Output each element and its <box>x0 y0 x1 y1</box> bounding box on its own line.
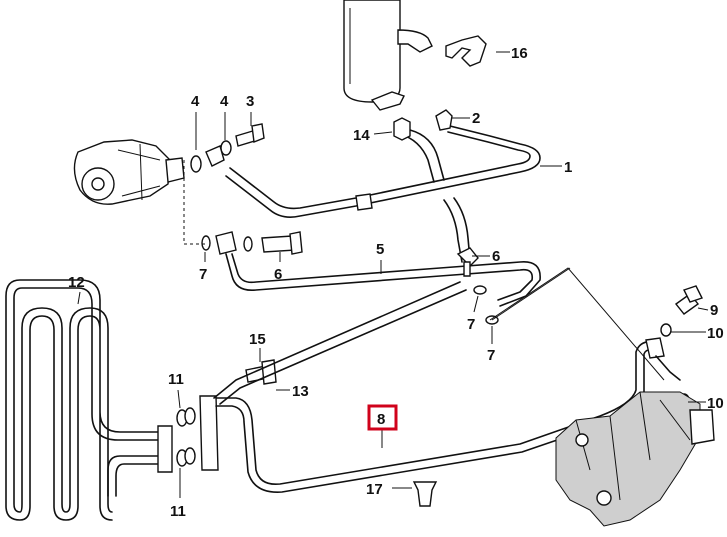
oil-cooler-part-12 <box>5 279 161 521</box>
callout-17: 17 <box>366 481 383 498</box>
callout-6-right: 6 <box>492 248 500 265</box>
hose-clip-part-16 <box>445 35 487 67</box>
callout-2: 2 <box>472 110 480 127</box>
banjo-bolt-part-9 <box>674 285 703 315</box>
callout-12: 12 <box>68 274 85 291</box>
hose-part-1 <box>225 125 541 263</box>
callout-11-lower: 11 <box>170 503 186 520</box>
callout-labels: 16 4 4 3 2 14 1 5 6 6 7 7 7 12 9 10 15 1… <box>68 45 724 520</box>
banjo-bolt-part-13 <box>245 359 277 385</box>
callout-8-highlight-box <box>367 404 398 431</box>
seal-rings-part-4 <box>190 140 232 173</box>
callout-1: 1 <box>564 159 572 176</box>
callout-10-upper: 10 <box>707 325 724 342</box>
callout-7-middle: 7 <box>467 316 475 333</box>
callout-3: 3 <box>246 93 254 110</box>
alignment-guides <box>183 160 665 381</box>
steering-pump <box>73 139 185 205</box>
clip-part-17 <box>412 481 438 507</box>
callout-10-lower: 10 <box>707 395 724 412</box>
hose-clamp-part-2 <box>435 109 453 131</box>
pressure-line-part-5 <box>201 231 541 325</box>
callout-9: 9 <box>710 302 718 319</box>
steering-gear <box>555 391 715 527</box>
callout-6-left: 6 <box>274 266 282 283</box>
callout-7-left: 7 <box>199 266 207 283</box>
callout-13: 13 <box>292 383 309 400</box>
callout-15: 15 <box>249 331 266 348</box>
callout-11-upper: 11 <box>168 371 184 388</box>
callout-14: 14 <box>353 127 370 144</box>
callout-4-right: 4 <box>220 93 229 110</box>
callout-7-lower: 7 <box>487 347 495 364</box>
banjo-bolt-part-3 <box>235 123 265 147</box>
callout-4-left: 4 <box>191 93 200 110</box>
callout-16: 16 <box>511 45 528 62</box>
leader-lines <box>77 51 709 498</box>
hose-clamp-part-14 <box>393 117 411 141</box>
return-line-part-8 <box>215 337 681 493</box>
callout-5: 5 <box>376 241 384 258</box>
callout-8[interactable]: 8 <box>377 411 385 428</box>
line-fittings-part-11 <box>157 395 219 473</box>
fluid-reservoir <box>343 0 433 111</box>
